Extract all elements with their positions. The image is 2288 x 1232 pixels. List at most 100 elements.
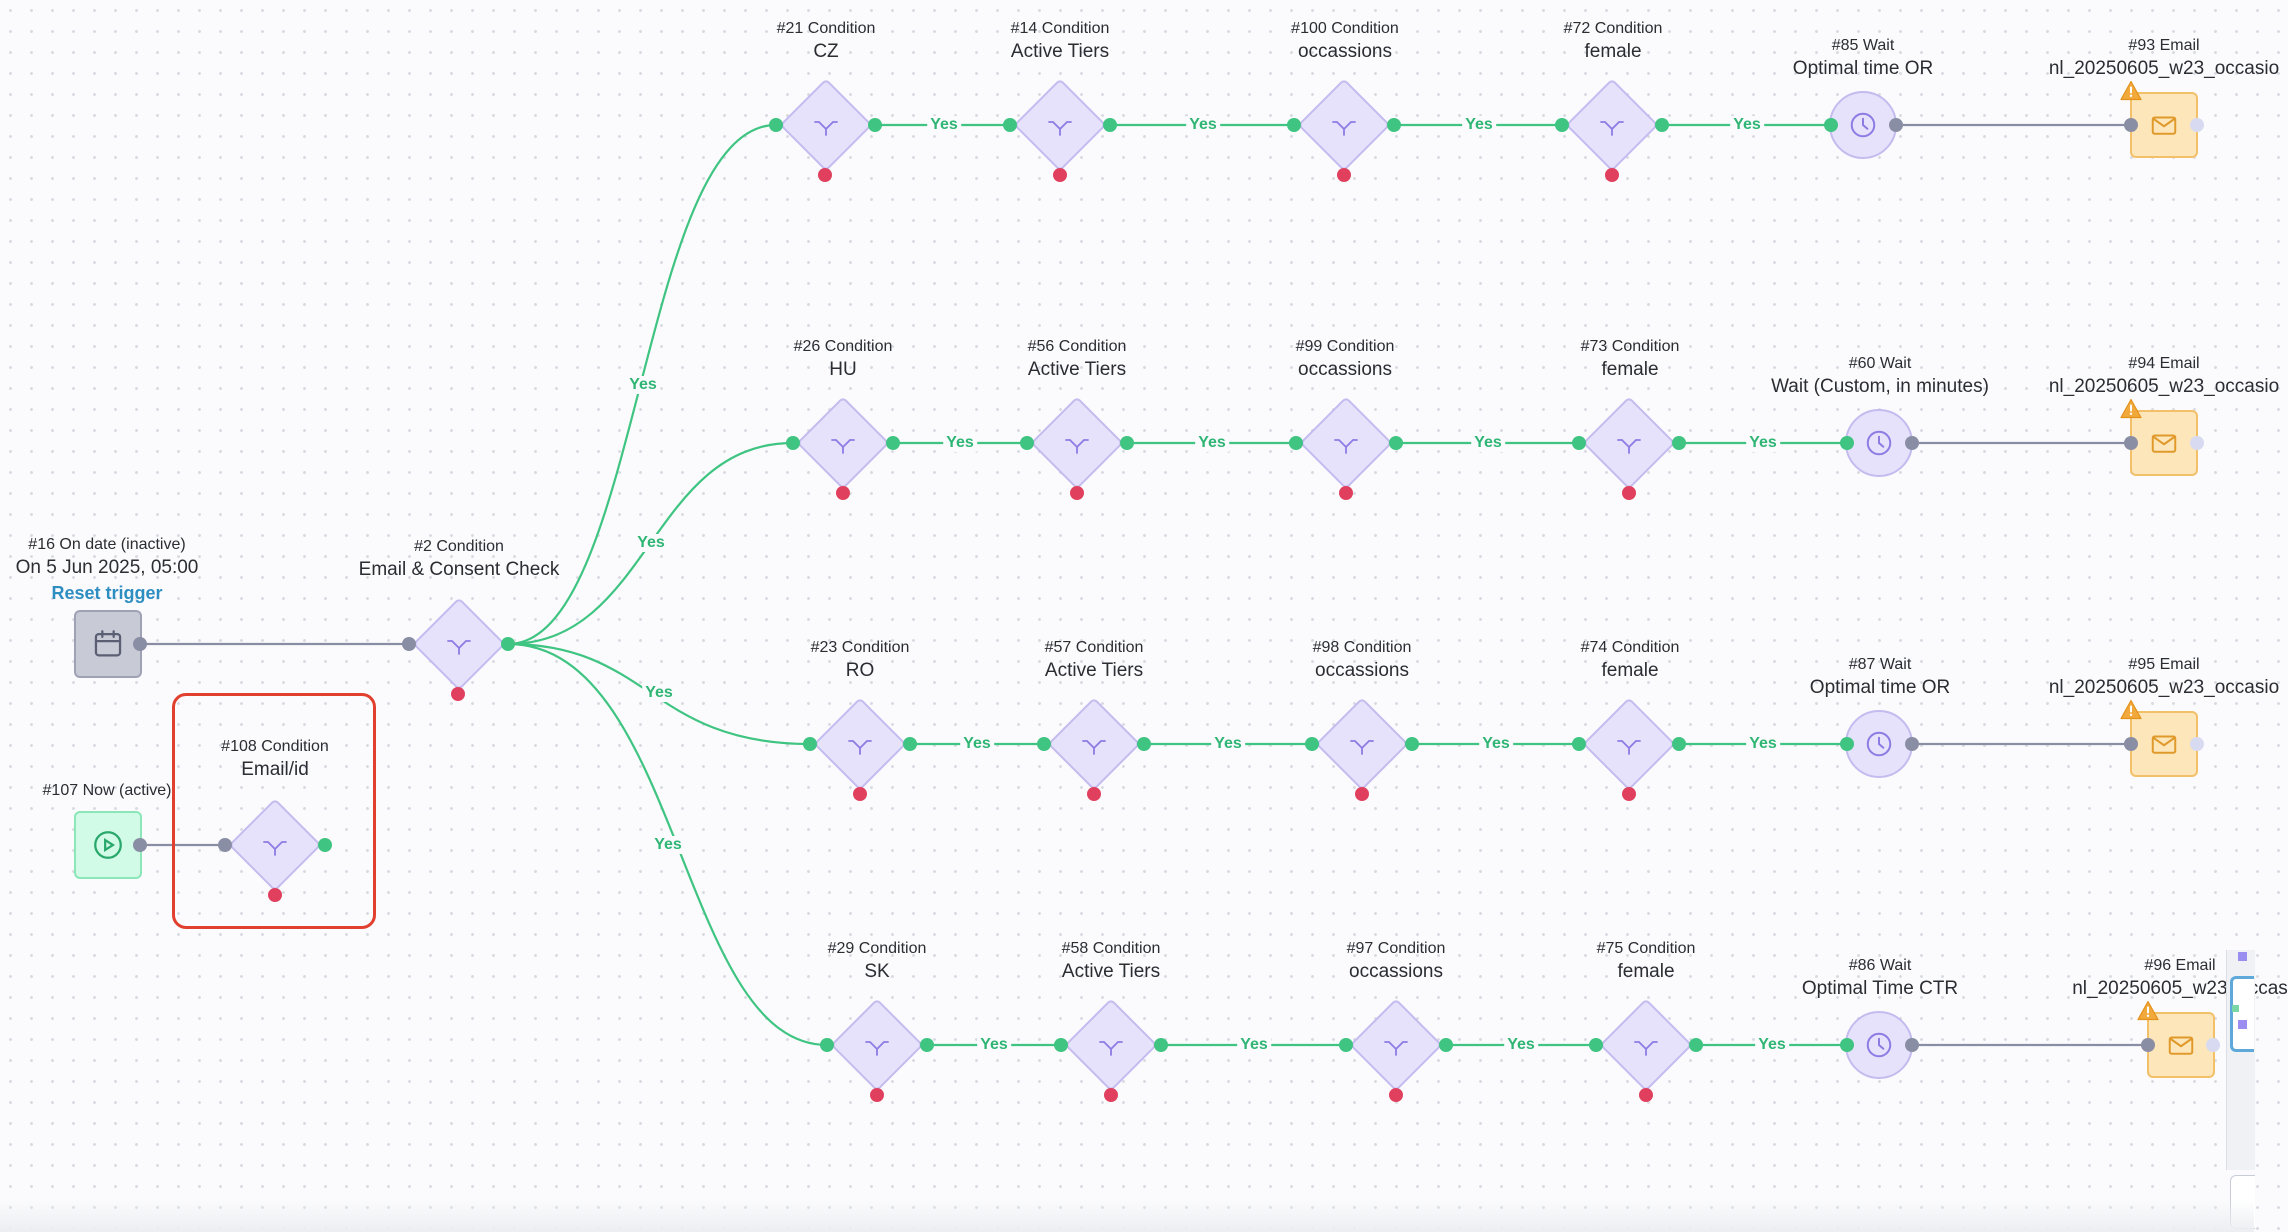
yes-port[interactable]	[1154, 1038, 1168, 1052]
no-port[interactable]	[268, 888, 282, 902]
yes-port[interactable]	[318, 838, 332, 852]
output-port[interactable]	[2190, 737, 2204, 751]
yes-port[interactable]	[1689, 1038, 1703, 1052]
condition-26-node[interactable]	[796, 396, 890, 490]
output-port[interactable]	[2190, 118, 2204, 132]
condition-72-node[interactable]	[1565, 78, 1659, 172]
no-port[interactable]	[853, 787, 867, 801]
yes-port[interactable]	[903, 737, 917, 751]
trigger-16-node[interactable]	[74, 610, 142, 678]
yes-port[interactable]	[1387, 118, 1401, 132]
warning-icon[interactable]	[2120, 699, 2142, 725]
yes-port[interactable]	[1405, 737, 1419, 751]
condition-97-node[interactable]	[1349, 998, 1443, 1092]
condition-73-node[interactable]	[1582, 396, 1676, 490]
email-95-node[interactable]	[2130, 711, 2198, 777]
yes-port[interactable]	[1103, 118, 1117, 132]
wait-85-node[interactable]	[1829, 91, 1897, 159]
condition-75-node[interactable]	[1599, 998, 1693, 1092]
wait-60-node[interactable]	[1845, 409, 1913, 477]
reset-trigger-link[interactable]: Reset trigger	[51, 583, 163, 603]
condition-23-node[interactable]	[813, 697, 907, 791]
yes-port[interactable]	[501, 637, 515, 651]
input-port[interactable]	[786, 436, 800, 450]
input-port[interactable]	[1840, 1038, 1854, 1052]
no-port[interactable]	[1337, 168, 1351, 182]
yes-port[interactable]	[920, 1038, 934, 1052]
output-port[interactable]	[1889, 118, 1903, 132]
input-port[interactable]	[2124, 118, 2138, 132]
input-port[interactable]	[820, 1038, 834, 1052]
input-port[interactable]	[1840, 436, 1854, 450]
condition-57-node[interactable]	[1047, 697, 1141, 791]
input-port[interactable]	[1037, 737, 1051, 751]
input-port[interactable]	[769, 118, 783, 132]
no-port[interactable]	[1389, 1088, 1403, 1102]
input-port[interactable]	[2124, 737, 2138, 751]
output-port[interactable]	[2190, 436, 2204, 450]
input-port[interactable]	[1020, 436, 1034, 450]
condition-14-node[interactable]	[1013, 78, 1107, 172]
output-port[interactable]	[133, 637, 147, 651]
condition-74-node[interactable]	[1582, 697, 1676, 791]
condition-21-node[interactable]	[779, 78, 873, 172]
no-port[interactable]	[1087, 787, 1101, 801]
input-port[interactable]	[1589, 1038, 1603, 1052]
no-port[interactable]	[870, 1088, 884, 1102]
no-port[interactable]	[1355, 787, 1369, 801]
input-port[interactable]	[1054, 1038, 1068, 1052]
condition-108-node[interactable]	[228, 798, 322, 892]
condition-58-node[interactable]	[1064, 998, 1158, 1092]
no-port[interactable]	[1070, 486, 1084, 500]
selected-node-edge[interactable]	[2230, 976, 2254, 1052]
no-port[interactable]	[1104, 1088, 1118, 1102]
output-port[interactable]	[1905, 1038, 1919, 1052]
input-port[interactable]	[803, 737, 817, 751]
input-port[interactable]	[402, 637, 416, 651]
trigger-107-node[interactable]	[74, 811, 142, 879]
wait-87-node[interactable]	[1845, 710, 1913, 778]
wait-86-node[interactable]	[1845, 1011, 1913, 1079]
yes-port[interactable]	[1672, 436, 1686, 450]
yes-port[interactable]	[1389, 436, 1403, 450]
input-port[interactable]	[1003, 118, 1017, 132]
no-port[interactable]	[1639, 1088, 1653, 1102]
output-port[interactable]	[133, 838, 147, 852]
condition-98-node[interactable]	[1315, 697, 1409, 791]
no-port[interactable]	[818, 168, 832, 182]
no-port[interactable]	[451, 687, 465, 701]
input-port[interactable]	[1824, 118, 1838, 132]
yes-port[interactable]	[1655, 118, 1669, 132]
input-port[interactable]	[1555, 118, 1569, 132]
output-port[interactable]	[1905, 737, 1919, 751]
warning-icon[interactable]	[2120, 80, 2142, 106]
email-96-node[interactable]	[2147, 1012, 2215, 1078]
input-port[interactable]	[1289, 436, 1303, 450]
no-port[interactable]	[1339, 486, 1353, 500]
yes-port[interactable]	[1137, 737, 1151, 751]
condition-2-node[interactable]	[412, 597, 506, 691]
output-port[interactable]	[2206, 1038, 2220, 1052]
yes-port[interactable]	[886, 436, 900, 450]
condition-99-node[interactable]	[1299, 396, 1393, 490]
no-port[interactable]	[836, 486, 850, 500]
input-port[interactable]	[218, 838, 232, 852]
no-port[interactable]	[1605, 168, 1619, 182]
input-port[interactable]	[1305, 737, 1319, 751]
warning-icon[interactable]	[2137, 1000, 2159, 1026]
yes-port[interactable]	[1120, 436, 1134, 450]
input-port[interactable]	[2124, 436, 2138, 450]
yes-port[interactable]	[1439, 1038, 1453, 1052]
warning-icon[interactable]	[2120, 398, 2142, 424]
condition-29-node[interactable]	[830, 998, 924, 1092]
output-port[interactable]	[1905, 436, 1919, 450]
no-port[interactable]	[1053, 168, 1067, 182]
no-port[interactable]	[1622, 486, 1636, 500]
input-port[interactable]	[1840, 737, 1854, 751]
condition-100-node[interactable]	[1297, 78, 1391, 172]
input-port[interactable]	[1287, 118, 1301, 132]
no-port[interactable]	[1622, 787, 1636, 801]
input-port[interactable]	[1339, 1038, 1353, 1052]
condition-56-node[interactable]	[1030, 396, 1124, 490]
